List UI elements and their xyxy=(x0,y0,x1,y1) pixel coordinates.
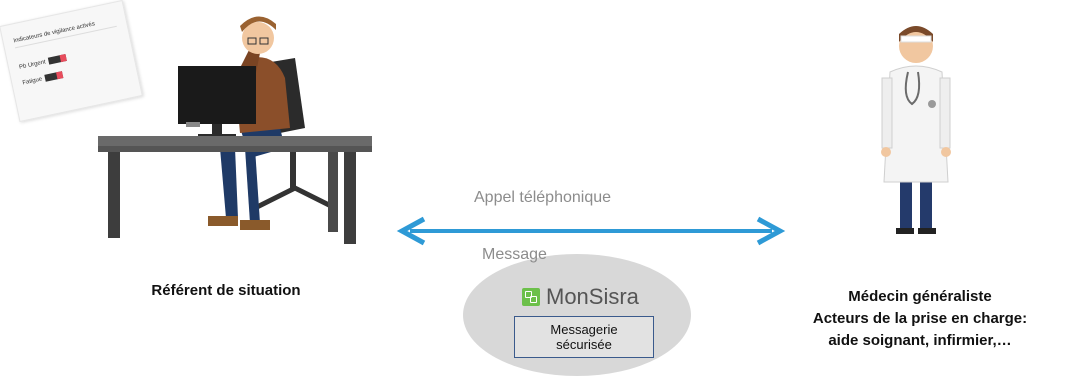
right-actor-line-2: Acteurs de la prise en charge: xyxy=(812,310,1028,327)
person-at-desk-illustration xyxy=(98,16,372,244)
message-label: Message xyxy=(482,246,547,263)
left-actor-label: Référent de situation xyxy=(151,282,301,299)
vigilance-row: Pb Urgent xyxy=(18,54,67,71)
vigilance-toggle-icon xyxy=(44,71,64,82)
vigilance-row-label: Fatigue xyxy=(21,75,43,86)
doctor-illustration xyxy=(881,26,951,234)
monsisra-logo: MonSisra xyxy=(522,284,639,310)
secure-messaging-line-1: Messagerie xyxy=(550,322,618,337)
secure-messaging-box: Messagerie sécurisée xyxy=(514,316,654,358)
monsisra-brand-name: MonSisra xyxy=(546,284,639,309)
right-actor-line-1: Médecin généraliste xyxy=(848,288,992,305)
vigilance-toggle-icon xyxy=(47,54,67,65)
monsisra-logo-icon xyxy=(522,288,540,306)
vigilance-row: Fatigue xyxy=(22,71,64,86)
right-actor-label: Médecin généraliste Acteurs de la prise … xyxy=(770,286,1070,352)
vigilance-row-label: Pb Urgent xyxy=(18,58,47,71)
right-actor-line-3: aide soignant, infirmier,… xyxy=(828,332,1012,349)
secure-messaging-line-2: sécurisée xyxy=(556,337,612,352)
arrow-label: Appel téléphonique xyxy=(474,189,612,206)
double-arrow-icon xyxy=(396,216,786,246)
